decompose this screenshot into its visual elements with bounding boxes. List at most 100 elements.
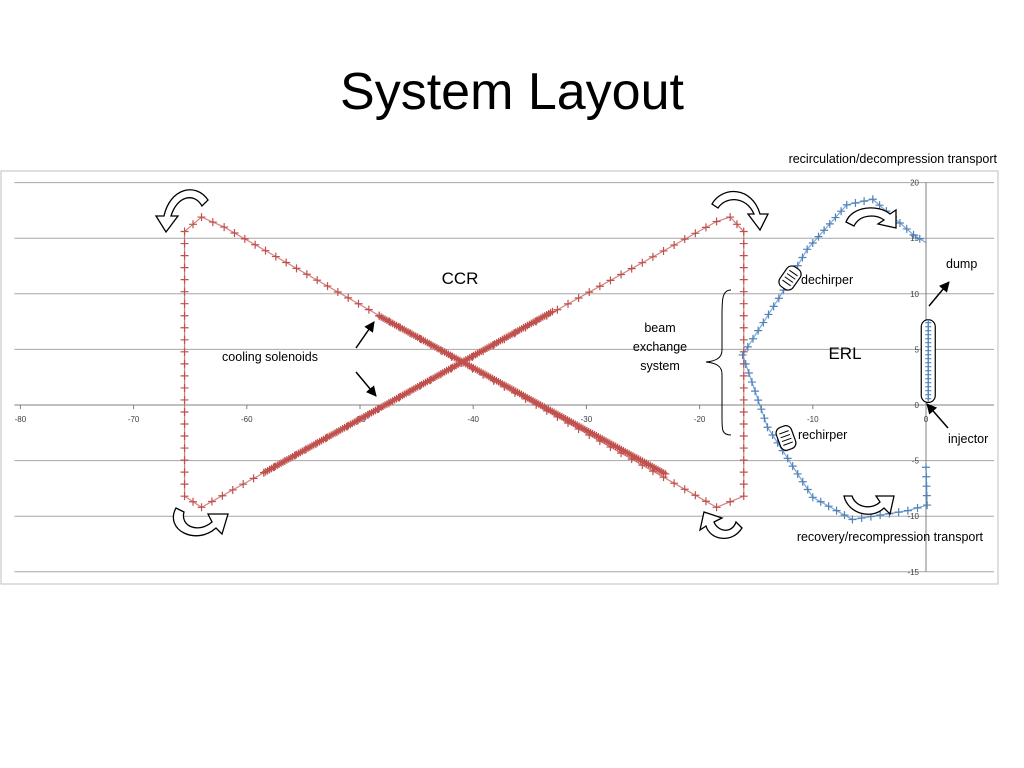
data-point bbox=[477, 347, 486, 356]
data-point bbox=[788, 462, 797, 471]
data-point bbox=[798, 253, 807, 262]
data-point bbox=[769, 302, 778, 311]
data-point bbox=[567, 418, 576, 426]
data-point bbox=[922, 472, 931, 481]
data-point bbox=[895, 219, 904, 228]
data-point bbox=[300, 446, 308, 455]
data-point bbox=[657, 468, 666, 476]
data-point bbox=[402, 389, 410, 398]
data-point bbox=[361, 412, 370, 420]
data-point bbox=[550, 408, 558, 417]
data-point bbox=[333, 287, 342, 296]
data-point bbox=[485, 343, 493, 351]
data-point bbox=[743, 342, 752, 351]
data-point bbox=[627, 264, 636, 273]
data-point bbox=[381, 315, 389, 324]
label-ccr: CCR bbox=[442, 269, 479, 288]
curved-arrow-icon bbox=[845, 207, 897, 229]
data-point bbox=[902, 224, 911, 233]
data-point bbox=[465, 362, 474, 370]
data-point bbox=[604, 438, 612, 446]
data-point bbox=[282, 258, 291, 267]
data-point bbox=[569, 419, 578, 427]
data-point bbox=[406, 387, 414, 395]
data-point bbox=[517, 324, 526, 333]
data-point bbox=[615, 444, 624, 453]
data-point bbox=[288, 452, 297, 461]
data-point bbox=[304, 444, 312, 452]
label-dechirper: dechirper bbox=[801, 273, 853, 287]
data-point bbox=[398, 324, 407, 333]
y-tick-label: -15 bbox=[907, 568, 919, 577]
data-point bbox=[691, 491, 700, 500]
data-point bbox=[230, 228, 239, 237]
data-point bbox=[515, 389, 524, 398]
data-point bbox=[421, 378, 430, 387]
data-point bbox=[240, 234, 249, 243]
data-point bbox=[534, 400, 543, 408]
data-point bbox=[267, 464, 276, 473]
data-point bbox=[922, 491, 931, 500]
data-point bbox=[680, 485, 689, 494]
data-point bbox=[467, 363, 476, 371]
slide-title: System Layout bbox=[340, 63, 684, 121]
data-point bbox=[588, 429, 597, 438]
data-point bbox=[273, 461, 282, 470]
data-point bbox=[768, 431, 777, 440]
data-point bbox=[732, 220, 741, 229]
y-tick-label: 15 bbox=[910, 234, 919, 243]
data-point bbox=[636, 456, 645, 464]
data-point bbox=[415, 381, 424, 390]
data-point bbox=[502, 333, 511, 342]
data-point bbox=[386, 318, 395, 327]
data-point bbox=[763, 423, 772, 432]
data-point bbox=[444, 365, 453, 374]
data-point bbox=[602, 437, 610, 445]
data-point bbox=[488, 374, 497, 383]
data-point bbox=[661, 470, 670, 478]
data-point bbox=[519, 323, 528, 332]
data-point bbox=[431, 373, 439, 381]
data-point bbox=[739, 444, 748, 453]
data-point bbox=[857, 514, 866, 523]
x-tick-label: 0 bbox=[924, 415, 929, 424]
data-point bbox=[504, 332, 512, 341]
data-point bbox=[492, 376, 501, 385]
data-point bbox=[197, 503, 206, 512]
data-point bbox=[523, 393, 532, 402]
data-point bbox=[336, 426, 345, 434]
data-point bbox=[514, 327, 522, 335]
data-point bbox=[611, 442, 620, 451]
data-point bbox=[383, 316, 391, 325]
data-point bbox=[180, 371, 189, 380]
data-point bbox=[373, 405, 382, 414]
data-point bbox=[504, 383, 512, 391]
x-tick-label: -70 bbox=[128, 415, 140, 424]
data-point bbox=[923, 501, 932, 510]
x-tick-label: -30 bbox=[581, 415, 593, 424]
cooling-arrow-down bbox=[355, 371, 377, 397]
data-point bbox=[292, 264, 301, 273]
data-point bbox=[500, 334, 509, 343]
data-point bbox=[346, 420, 355, 429]
data-point bbox=[496, 336, 505, 345]
data-point bbox=[573, 421, 582, 429]
data-point bbox=[634, 455, 643, 463]
data-point bbox=[375, 404, 384, 413]
data-point bbox=[500, 381, 508, 389]
data-point bbox=[412, 384, 420, 392]
data-point bbox=[469, 364, 478, 372]
data-point bbox=[738, 350, 747, 359]
data-point bbox=[515, 326, 524, 334]
data-point bbox=[358, 414, 366, 422]
data-point bbox=[680, 235, 689, 244]
data-point bbox=[831, 213, 840, 222]
data-point bbox=[180, 263, 189, 272]
data-point bbox=[644, 460, 653, 469]
data-point bbox=[726, 213, 735, 222]
data-point bbox=[338, 424, 347, 433]
data-point bbox=[816, 497, 825, 506]
data-point bbox=[544, 405, 553, 414]
data-point bbox=[925, 395, 932, 402]
data-point bbox=[385, 317, 393, 326]
